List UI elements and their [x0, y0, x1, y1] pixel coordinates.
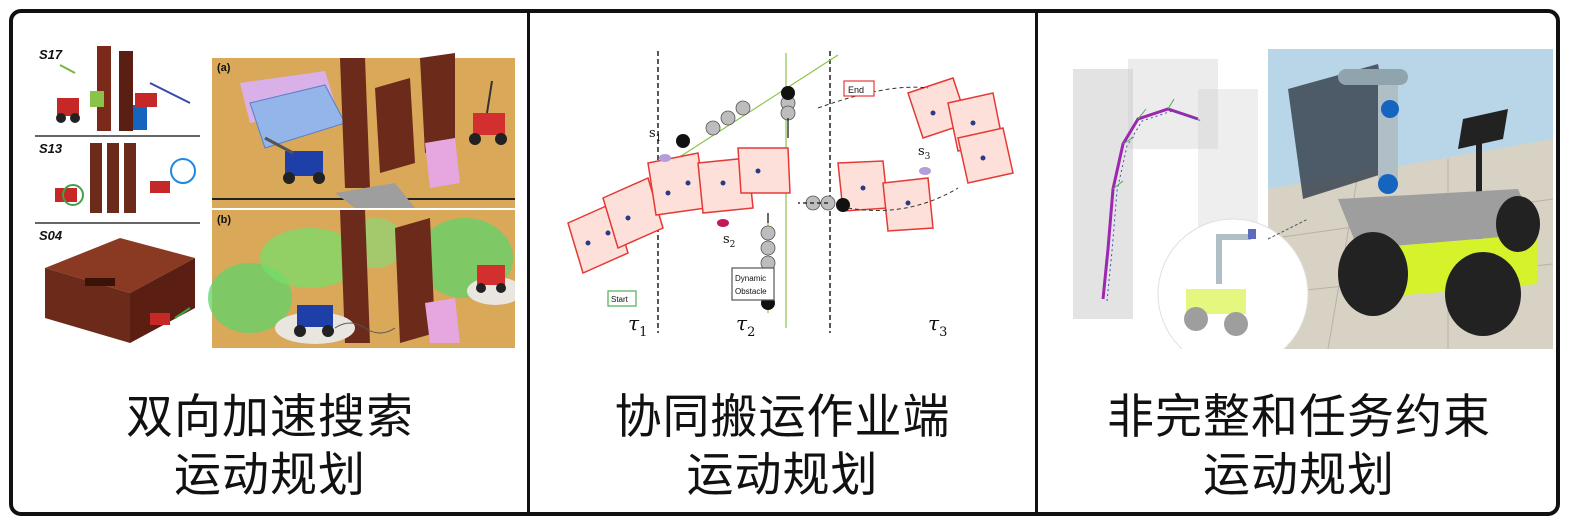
svg-text:τ2: τ2 [736, 311, 755, 340]
label-s04: S04 [39, 228, 63, 243]
label-end: End [848, 85, 864, 95]
cooperative-transport-illustration: s1 s2 s3 End Start Dynamic Obstacle τ1 τ… [538, 43, 1028, 353]
caption-bidirectional-search: 双向加速搜索 运动规划 [13, 389, 527, 505]
label-tau3: τ [928, 311, 940, 335]
caption-line-1: 非完整和任务约束 [1107, 390, 1491, 445]
svg-text:τ3: τ3 [928, 311, 947, 340]
label-tau1: τ [628, 311, 640, 335]
svg-text:s3: s3 [918, 144, 931, 162]
bidirectional-search-illustration: S17 S13 S04 [35, 43, 515, 348]
label-s3: s [918, 144, 925, 159]
svg-text:τ1: τ1 [628, 311, 647, 340]
label-obstacle-2: Obstacle [735, 287, 767, 296]
label-obstacle-1: Dynamic [735, 274, 766, 283]
caption-line-2: 运动规划 [686, 448, 879, 503]
caption-nonholonomic-task: 非完整和任务约束 运动规划 [1038, 389, 1560, 505]
panel-nonholonomic-task: 非完整和任务约束 运动规划 [1038, 13, 1560, 512]
panel-bidirectional-search: S17 S13 S04 [13, 13, 527, 512]
caption-line-1: 双向加速搜索 [126, 390, 414, 445]
caption-line-2: 运动规划 [174, 448, 366, 503]
label-s1: s [649, 126, 656, 141]
label-s1-sub: 1 [656, 134, 662, 144]
caption-line-2: 运动规划 [1203, 448, 1395, 503]
caption-line-1: 协同搬运作业端 [614, 390, 951, 445]
panel-divider-1 [527, 13, 530, 512]
panel-divider-2 [1035, 13, 1038, 512]
label-tau2: τ [736, 311, 748, 335]
label-s13: S13 [39, 141, 63, 156]
svg-text:s1: s1 [649, 126, 661, 144]
label-b: (b) [217, 214, 231, 226]
label-s2: s [723, 232, 730, 247]
label-s2-sub: 2 [730, 240, 736, 250]
label-s17: S17 [39, 47, 63, 62]
nonholonomic-task-illustration [1068, 49, 1553, 349]
caption-cooperative-transport: 协同搬运作业端 运动规划 [530, 389, 1035, 505]
panel-cooperative-transport: s1 s2 s3 End Start Dynamic Obstacle τ1 τ… [530, 13, 1035, 512]
svg-text:s2: s2 [723, 232, 735, 250]
label-start: Start [611, 295, 629, 304]
label-a: (a) [217, 62, 231, 74]
figure-frame: S17 S13 S04 [9, 9, 1560, 516]
label-s3-sub: 3 [925, 152, 931, 162]
